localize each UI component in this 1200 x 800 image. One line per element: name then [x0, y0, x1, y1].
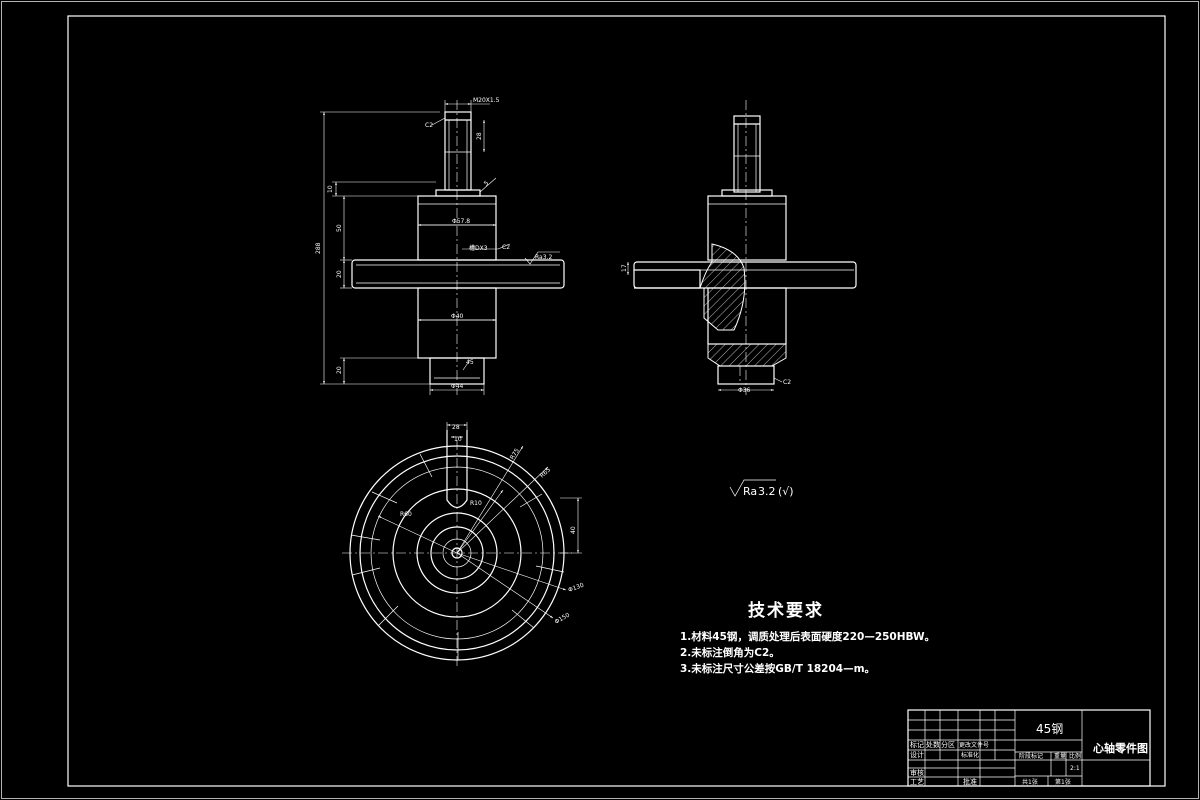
roughness-value: 3.2 — [758, 485, 776, 498]
dim-side-chamfer: C2 — [783, 379, 791, 386]
sheet-no: 第1张 — [1055, 778, 1071, 786]
dim-thread: M20X1.5 — [473, 97, 500, 104]
label-stage-mark: 阶段标记 — [1019, 752, 1043, 760]
dim-shoulder-5: 5 — [483, 180, 491, 188]
dim-overall-height: 288 — [315, 242, 322, 254]
dim-side-phi: Φ36 — [738, 387, 751, 394]
material: 45钢 — [1036, 722, 1063, 736]
label-ratio: 比例 — [1069, 752, 1081, 760]
general-roughness: Ra 3.2 (√) — [729, 479, 794, 498]
label-weight: 重量 — [1054, 752, 1066, 760]
dim-r65: R65 — [539, 466, 553, 479]
dim-r10: R10 — [470, 500, 482, 507]
label-change-doc: 更改文件号 — [959, 741, 989, 749]
dim-phi130: Φ130 — [567, 582, 585, 594]
roughness-paren: (√) — [778, 485, 794, 498]
requirement-line-2: 2.未标注倒角为C2。 — [680, 646, 780, 659]
dim-phi150: Φ150 — [554, 611, 572, 625]
roughness-symbol: Ra — [743, 485, 757, 498]
plan-view: 28 10 R75 R65 R10 R60 40 Φ130 Φ150 — [342, 422, 585, 668]
dim-groove: 槽DX3 — [469, 244, 488, 252]
label-zone: 分区 — [941, 740, 955, 749]
dim-phi44: Φ44 — [451, 383, 464, 390]
roughness-flange: Ra3.2 — [535, 254, 552, 261]
dim-r60: R60 — [400, 511, 412, 518]
dim-phi40: Φ40 — [451, 313, 464, 320]
dim-d20-flange: 20 — [336, 270, 343, 278]
sheet-frame — [67, 15, 1166, 787]
dim-d50: 50 — [336, 224, 343, 232]
label-process: 工艺 — [910, 778, 924, 786]
label-approve: 批准 — [963, 777, 977, 786]
label-design: 设计 — [910, 750, 924, 759]
dim-r75: R75 — [509, 447, 521, 461]
requirements-title: 技术要求 — [748, 600, 824, 621]
part-name: 心轴零件图 — [1093, 741, 1148, 755]
side-view: 17 C2 Φ36 — [621, 100, 857, 395]
dim-angle45: 45 — [466, 359, 474, 366]
requirement-line-3: 3.未标注尺寸公差按GB/T 18204—m。 — [680, 662, 875, 675]
dim-phi57: Φ57.8 — [452, 218, 470, 225]
scale: 2:1 — [1070, 765, 1080, 772]
requirement-line-1: 1.材料45钢，调质处理后表面硬度220—250HBW。 — [680, 630, 935, 643]
dim-bottom-10: 10 — [454, 436, 462, 443]
label-review: 审核 — [910, 768, 924, 777]
dim-bottom-28: 28 — [452, 424, 460, 431]
dim-d20-bottom: 20 — [336, 366, 343, 374]
front-view: 288 10 50 20 20 M20X1.5 C2 28 5 Φ57.8 槽D… — [315, 97, 565, 395]
dim-shaft-height: 28 — [476, 132, 483, 140]
technical-requirements: 技术要求 1.材料45钢，调质处理后表面硬度220—250HBW。 2.未标注倒… — [680, 600, 935, 675]
sheet-total: 共1张 — [1022, 778, 1038, 786]
dim-shoulder-10: 10 — [327, 185, 334, 193]
title-block: 标记 处数 分区 更改文件号 设计 标准化 审核 工艺 批准 45钢 阶段标记 … — [907, 709, 1151, 787]
section-hatch-web — [699, 243, 746, 331]
dim-side-small: 17 — [621, 264, 628, 272]
dim-chamfer-flange: C2 — [502, 244, 510, 251]
dim-right-40: 40 — [570, 526, 577, 534]
label-mark: 标记 — [910, 740, 924, 749]
label-standardize: 标准化 — [961, 751, 979, 759]
label-count: 处数 — [926, 740, 940, 749]
section-hatch-collar — [707, 343, 787, 367]
dim-chamfer-top: C2 — [425, 122, 433, 129]
